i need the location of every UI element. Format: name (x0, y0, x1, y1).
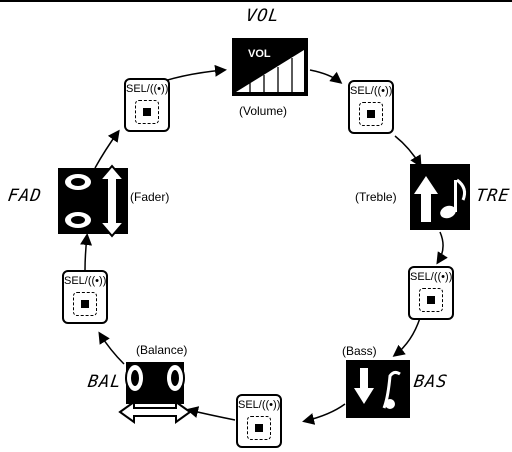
press-icon (359, 102, 383, 126)
tre-display: TRE (474, 186, 512, 206)
press-icon (419, 288, 443, 312)
arrow-sel5-to-fader (80, 233, 93, 271)
bass-label: (Bass) (342, 344, 377, 358)
arrow-sel3-to-bass (392, 317, 421, 357)
fad-display: FAD (6, 186, 44, 206)
treble-icon (410, 164, 470, 230)
balance-icon (118, 362, 192, 424)
arrow-balance-to-sel5 (98, 331, 125, 365)
sel-button-label: SEL/((•)) (238, 399, 281, 411)
sel-button-label: SEL/((•)) (64, 275, 107, 287)
sel-button-label: SEL/((•)) (350, 85, 393, 97)
sel-button: SEL/((•)) (408, 266, 454, 320)
fader-label: (Fader) (130, 190, 170, 204)
balance-label: (Balance) (136, 343, 188, 357)
press-icon (73, 292, 97, 316)
arrow-vol-to-sel2 (309, 69, 343, 84)
sel-button: SEL/((•)) (236, 394, 282, 448)
vol-display: VOL (244, 6, 282, 26)
top-rule (0, 0, 512, 2)
fader-icon (58, 164, 128, 238)
vol-icon-text: VOL (248, 48, 271, 60)
arrow-treble-to-sel3 (436, 231, 448, 265)
sel-button-label: SEL/((•)) (126, 83, 169, 95)
volume-label: (Volume) (239, 104, 288, 118)
bal-display: BAL (86, 372, 124, 392)
arrow-bass-to-sel4 (302, 403, 346, 425)
volume-icon (232, 38, 308, 96)
arrow-fader-to-sel1 (94, 129, 120, 169)
sel-button: SEL/((•)) (124, 78, 170, 132)
sel-button: SEL/((•)) (348, 80, 394, 134)
treble-label: (Treble) (355, 190, 397, 204)
sel-button: SEL/((•)) (62, 270, 108, 324)
press-icon (135, 100, 159, 124)
bass-icon (346, 360, 410, 418)
arrow-sel4-to-balance (186, 406, 236, 421)
arrow-sel2-to-treble (394, 135, 422, 168)
press-icon (247, 416, 271, 440)
bas-display: BAS (412, 372, 450, 392)
sel-button-label: SEL/((•)) (410, 271, 453, 283)
